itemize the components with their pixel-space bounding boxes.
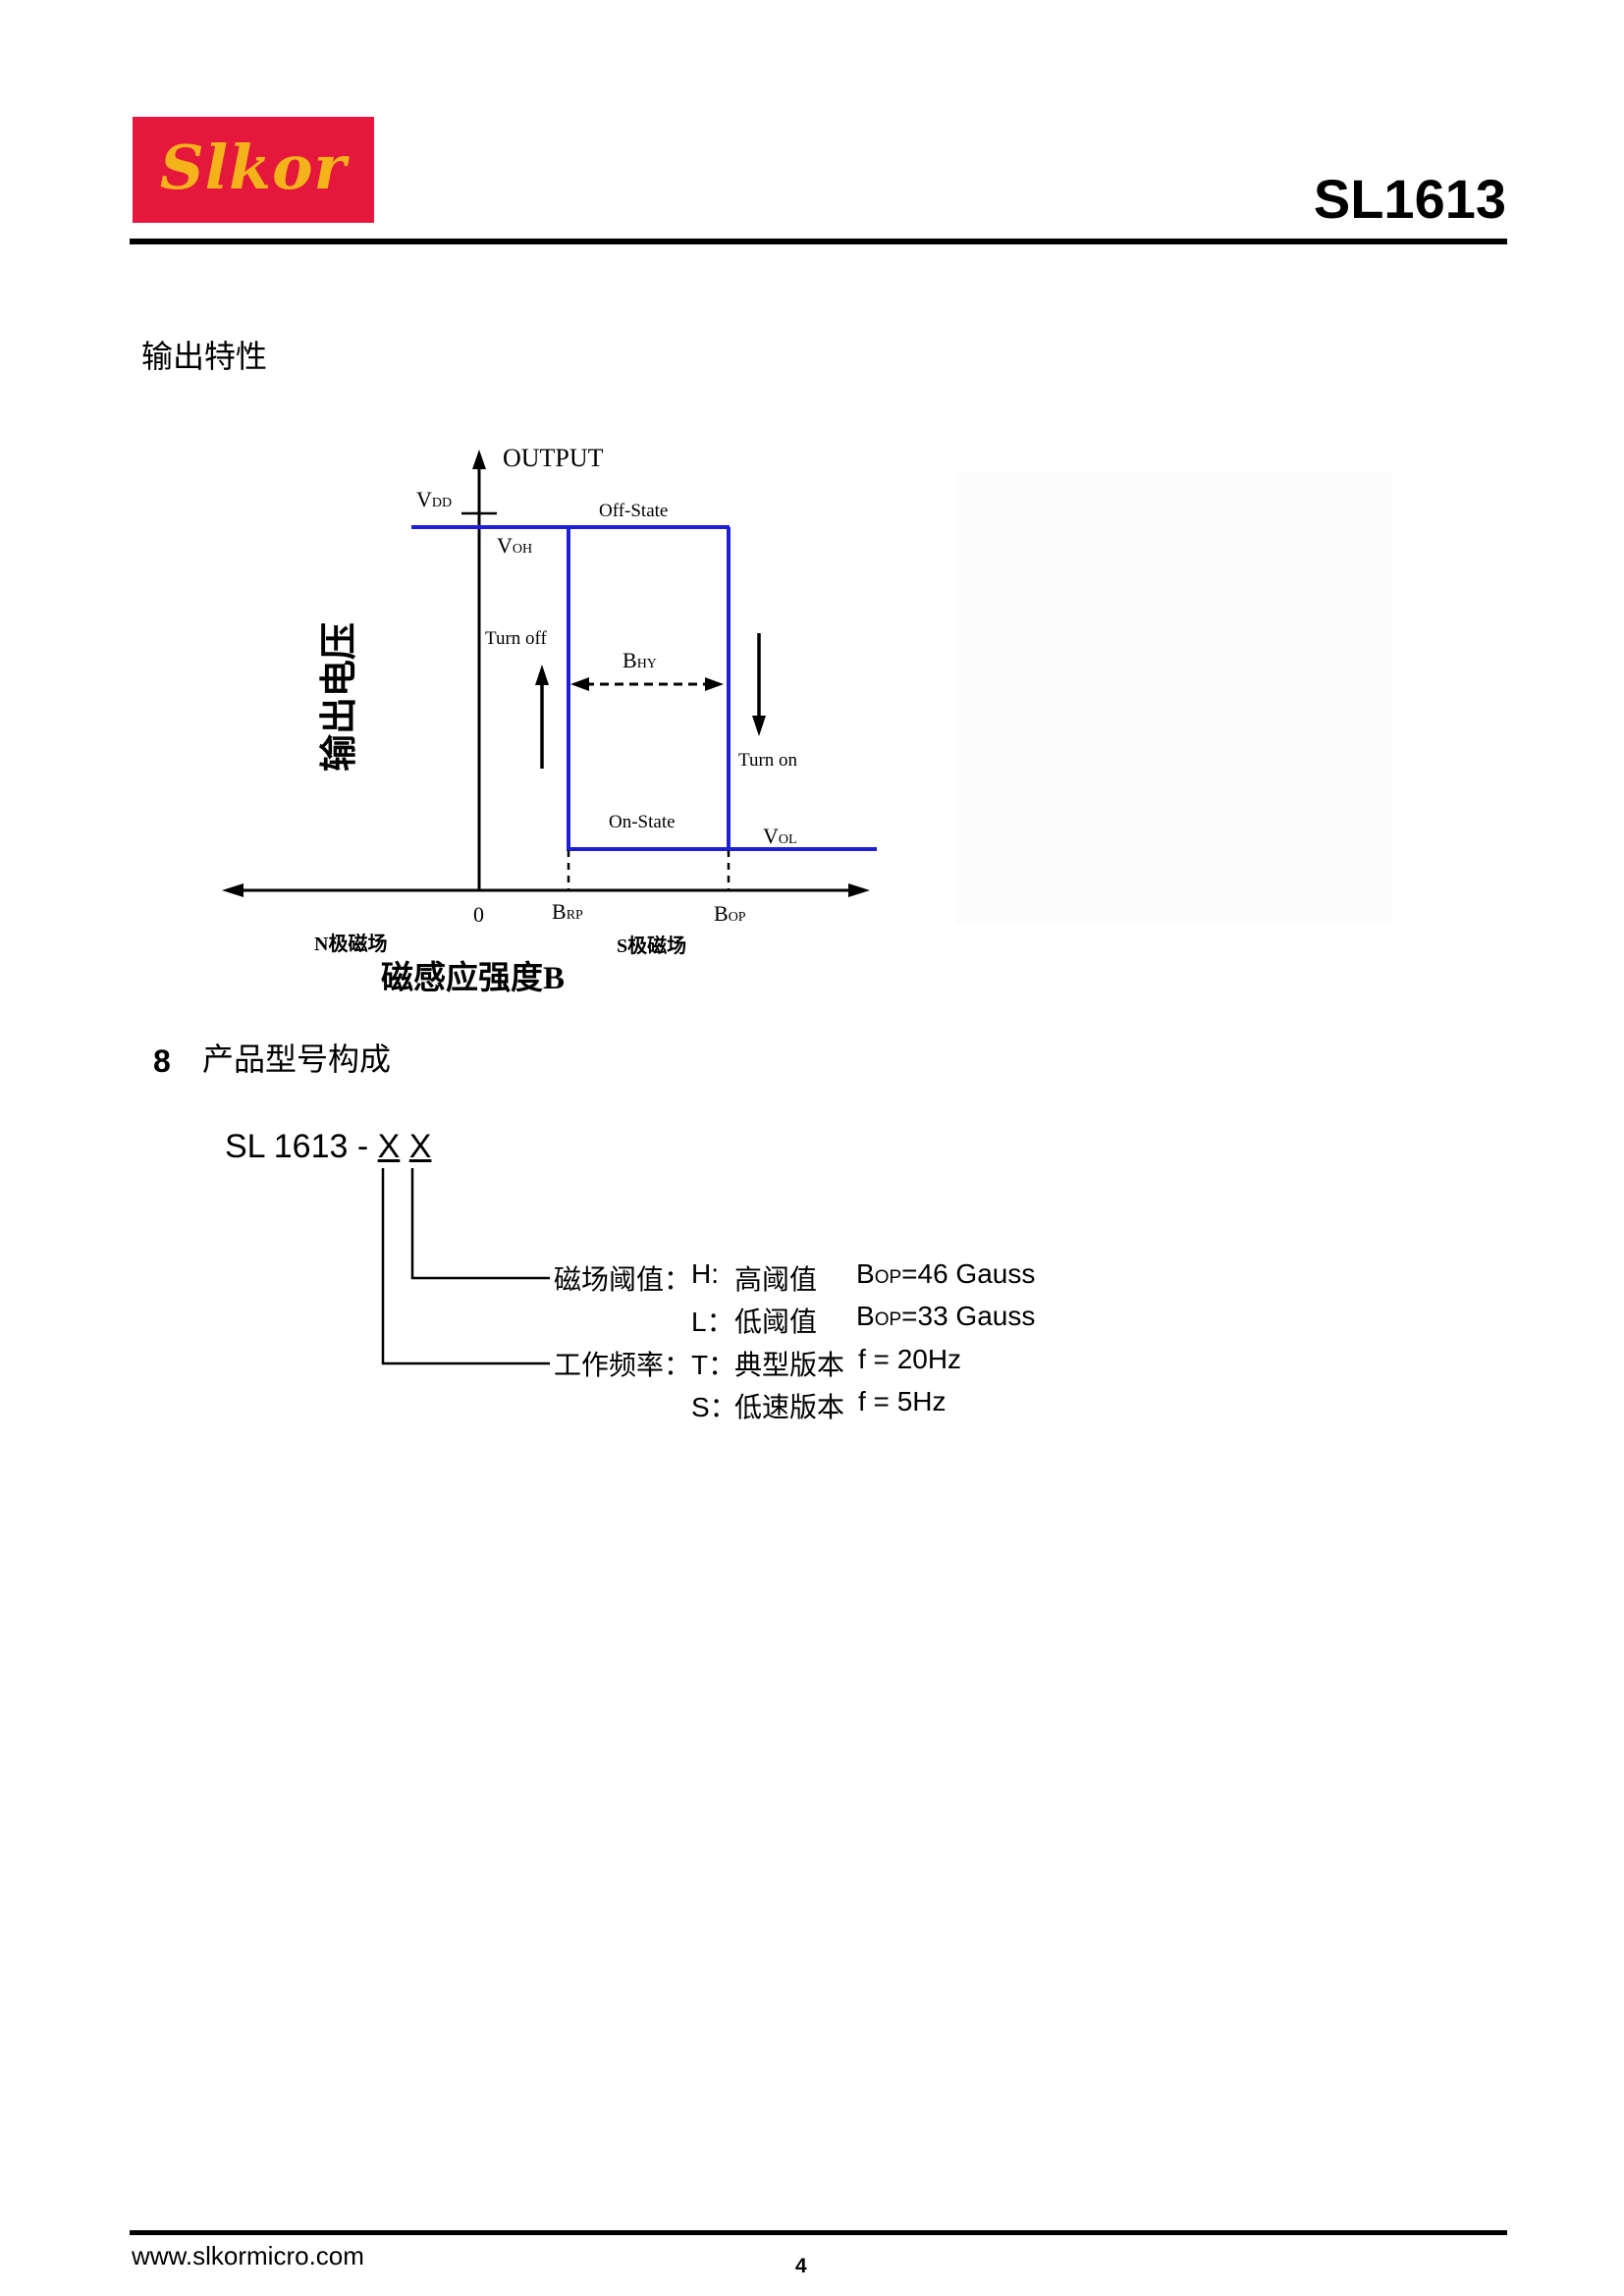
option-desc-t: 典型版本 xyxy=(734,1349,845,1381)
threshold-connector xyxy=(410,1168,550,1280)
part-number: SL1613 xyxy=(1313,168,1506,230)
bop-label: BOP xyxy=(714,901,746,926)
page-number: 4 xyxy=(795,2255,807,2277)
option-desc-l: 低阈值 xyxy=(734,1306,818,1338)
vdd-label: VDD xyxy=(416,487,452,511)
brp-label: BRP xyxy=(552,899,583,924)
model-code-x1: X xyxy=(377,1128,401,1165)
turn-off-arrow-head xyxy=(535,665,549,685)
header-rule xyxy=(130,239,1507,244)
option-key-s: S： xyxy=(691,1392,737,1422)
frequency-connector xyxy=(381,1168,550,1365)
output-axis-label: OUTPUT xyxy=(503,444,604,472)
footer-url[interactable]: www.slkormicro.com xyxy=(132,2241,364,2270)
x-axis-left-arrow xyxy=(222,883,244,897)
vol-label: VOL xyxy=(763,824,797,848)
off-state-label: Off-State xyxy=(599,501,668,521)
option-key-h: H: xyxy=(691,1258,719,1289)
option-key-l: L： xyxy=(691,1307,734,1337)
option-desc-s: 低速版本 xyxy=(734,1391,845,1423)
model-code-connectors xyxy=(381,1168,550,1365)
option-row-h: 磁场阈值： xyxy=(554,1258,691,1298)
model-code: SL 1613 - X X xyxy=(225,1127,431,1166)
n-pole-label: N极磁场 xyxy=(314,932,387,955)
brand-logo-text: Slkor xyxy=(159,132,348,203)
bhy-label: BHY xyxy=(623,648,657,672)
option-key-t: T： xyxy=(691,1350,736,1380)
option-value-t: f = 20Hz xyxy=(858,1344,962,1374)
hysteresis-loop xyxy=(411,525,877,851)
model-code-x2: X xyxy=(408,1128,432,1165)
blank-image-panel xyxy=(955,471,1392,925)
option-value-s: f = 5Hz xyxy=(858,1386,947,1416)
threshold-label: 磁场阈值： xyxy=(554,1263,692,1296)
model-section-title: 产品型号构成 xyxy=(202,1041,392,1078)
model-code-prefix: SL 1613 - xyxy=(225,1128,369,1165)
bhy-left-arrow xyxy=(570,677,589,691)
x-axis-right-arrow xyxy=(848,883,870,897)
footer-rule xyxy=(130,2230,1507,2235)
hysteresis-diagram: OUTPUT VDD VOH VOL Off-State On-State Tu… xyxy=(222,444,877,996)
turn-on-label: Turn on xyxy=(738,750,798,771)
bhy-right-arrow xyxy=(705,677,724,691)
turn-on-arrow-head xyxy=(752,716,766,736)
turn-off-label: Turn off xyxy=(485,628,547,649)
frequency-label: 工作频率： xyxy=(554,1349,692,1381)
s-pole-label: S极磁场 xyxy=(617,934,686,957)
option-value-h: BOP=46 Gauss xyxy=(856,1258,1036,1289)
output-characteristics-title: 输出特性 xyxy=(141,338,268,375)
option-desc-h: 高阈值 xyxy=(734,1263,818,1296)
brand-logo: Slkor xyxy=(133,117,374,223)
origin-label: 0 xyxy=(473,902,484,927)
x-axis-title: 磁感应强度B xyxy=(381,959,565,996)
y-axis-arrow xyxy=(472,450,486,469)
voh-label: VOH xyxy=(497,533,532,558)
on-state-label: On-State xyxy=(609,812,676,832)
section-number: 8 xyxy=(153,1043,171,1079)
option-value-l: BOP=33 Gauss xyxy=(856,1301,1036,1331)
y-axis-title: 输出电压 xyxy=(319,622,360,772)
